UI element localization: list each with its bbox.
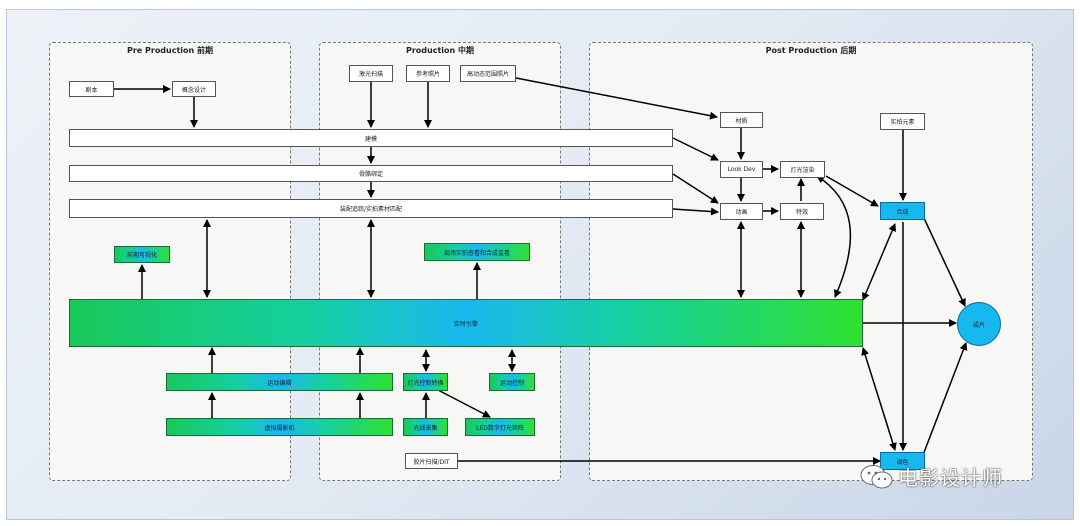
watermark: 电影设计师: [860, 462, 1003, 491]
panel-title-post: Post Production 后期: [765, 46, 857, 55]
panel-pre-production: Pre Production 前期: [49, 42, 291, 481]
node-color-grading: 调色: [880, 452, 925, 470]
node-light-control-convert: 灯光控制转换: [403, 373, 448, 391]
node-rigging: 骨骼绑定: [69, 165, 673, 182]
node-motion-control: 运动控制: [489, 373, 535, 391]
node-led-matrix: LED数字灯光矩阵: [465, 418, 535, 436]
node-final-film: 成片: [957, 302, 1001, 346]
node-vfx: 特效: [780, 203, 824, 220]
node-realtime-engine: 实时引擎: [69, 299, 863, 347]
node-virtual-camera: 虚拟摄影机: [166, 418, 393, 436]
arrow-lightconvert-led: [437, 389, 491, 418]
arrow-engine-composite: [862, 223, 896, 301]
node-composite: 合成: [880, 202, 925, 220]
node-laser-scan: 激光扫描: [349, 65, 393, 82]
node-onset-monitoring: 现场实拍查看和合成监看: [424, 243, 530, 261]
arrow-assembly-animation: [672, 207, 719, 216]
panel-post-production: Post Production 后期: [589, 42, 1033, 481]
node-assembly-tracking: 装配追踪/实拍素材匹配: [69, 199, 673, 218]
node-script: 剧本: [69, 81, 114, 97]
node-concept-design: 概念设计: [172, 81, 216, 97]
arrow-rigging-animation: [672, 173, 719, 204]
panel-title-pre: Pre Production 前期: [126, 46, 214, 55]
arrow-engine-lightrender: [816, 175, 852, 298]
node-film-scan-dit: 胶片扫描/DIT: [405, 453, 458, 469]
node-previs: 前期可视化: [114, 246, 170, 263]
node-light-render: 灯光渲染: [780, 161, 825, 178]
node-plate-elements: 实拍元素: [880, 113, 925, 130]
wechat-icon: [860, 464, 893, 488]
arrow-composite-final: [922, 215, 966, 307]
node-light-capture: 光线采集: [403, 418, 448, 436]
node-reference-photos: 参考照片: [406, 65, 450, 82]
arrow-grading-final: [922, 342, 968, 456]
node-modeling: 建模: [69, 129, 673, 147]
arrow-hdr-material: [515, 77, 718, 120]
node-animation: 动画: [720, 203, 763, 220]
watermark-text: 电影设计师: [898, 466, 1003, 490]
arrow-engine-grading: [861, 347, 897, 451]
panel-title-production: Production 中期: [405, 46, 474, 55]
node-lookdev: Look Dev: [720, 161, 763, 178]
node-hdr-photos: 高动态范围照片: [460, 65, 516, 82]
node-material: 材质: [720, 112, 763, 128]
arrow-modeling-lookdev: [672, 137, 719, 161]
node-motion-edit: 运动编辑: [166, 373, 393, 391]
